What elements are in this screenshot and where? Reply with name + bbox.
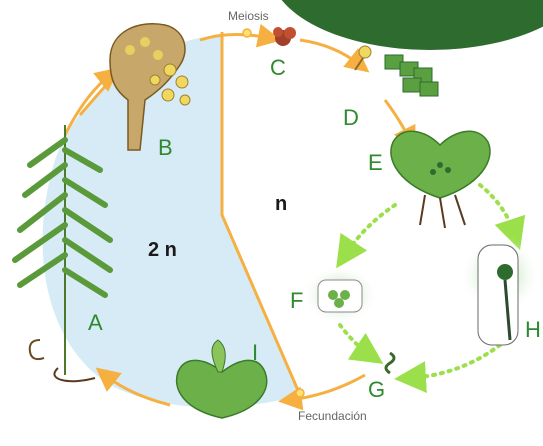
diploid-phase-label: 2 n xyxy=(148,239,177,261)
stage-label-i: I xyxy=(252,340,258,365)
dotted-arrow-e-to-f xyxy=(345,205,395,255)
stage-label-a: A xyxy=(88,310,103,335)
stage-label-e: E xyxy=(368,150,383,175)
stage-label-d: D xyxy=(343,105,359,130)
dotted-arrow-h-to-g xyxy=(410,345,500,378)
stage-label-c: C xyxy=(270,55,286,80)
meiosis-label: Meiosis xyxy=(228,9,269,23)
fecundation-label: Fecundación xyxy=(298,409,367,423)
dotted-arrow-e-to-h xyxy=(480,185,515,235)
stage-label-f: F xyxy=(290,288,303,313)
sperm-illustration xyxy=(386,353,394,373)
meiosis-marker xyxy=(243,29,251,37)
stage-label-g: G xyxy=(368,377,385,402)
stage-label-h: H xyxy=(525,317,541,342)
spores-illustration xyxy=(273,27,296,46)
germinating-spore-illustration xyxy=(355,46,438,96)
antheridium-illustration xyxy=(302,265,378,325)
stage-label-b: B xyxy=(158,135,173,160)
fecundation-marker xyxy=(296,389,304,397)
haploid-phase-label: n xyxy=(275,193,287,215)
prothallus-illustration xyxy=(391,131,490,228)
dotted-arrow-f-to-g xyxy=(340,325,370,355)
cycle-arrow-c-to-d xyxy=(300,40,360,65)
